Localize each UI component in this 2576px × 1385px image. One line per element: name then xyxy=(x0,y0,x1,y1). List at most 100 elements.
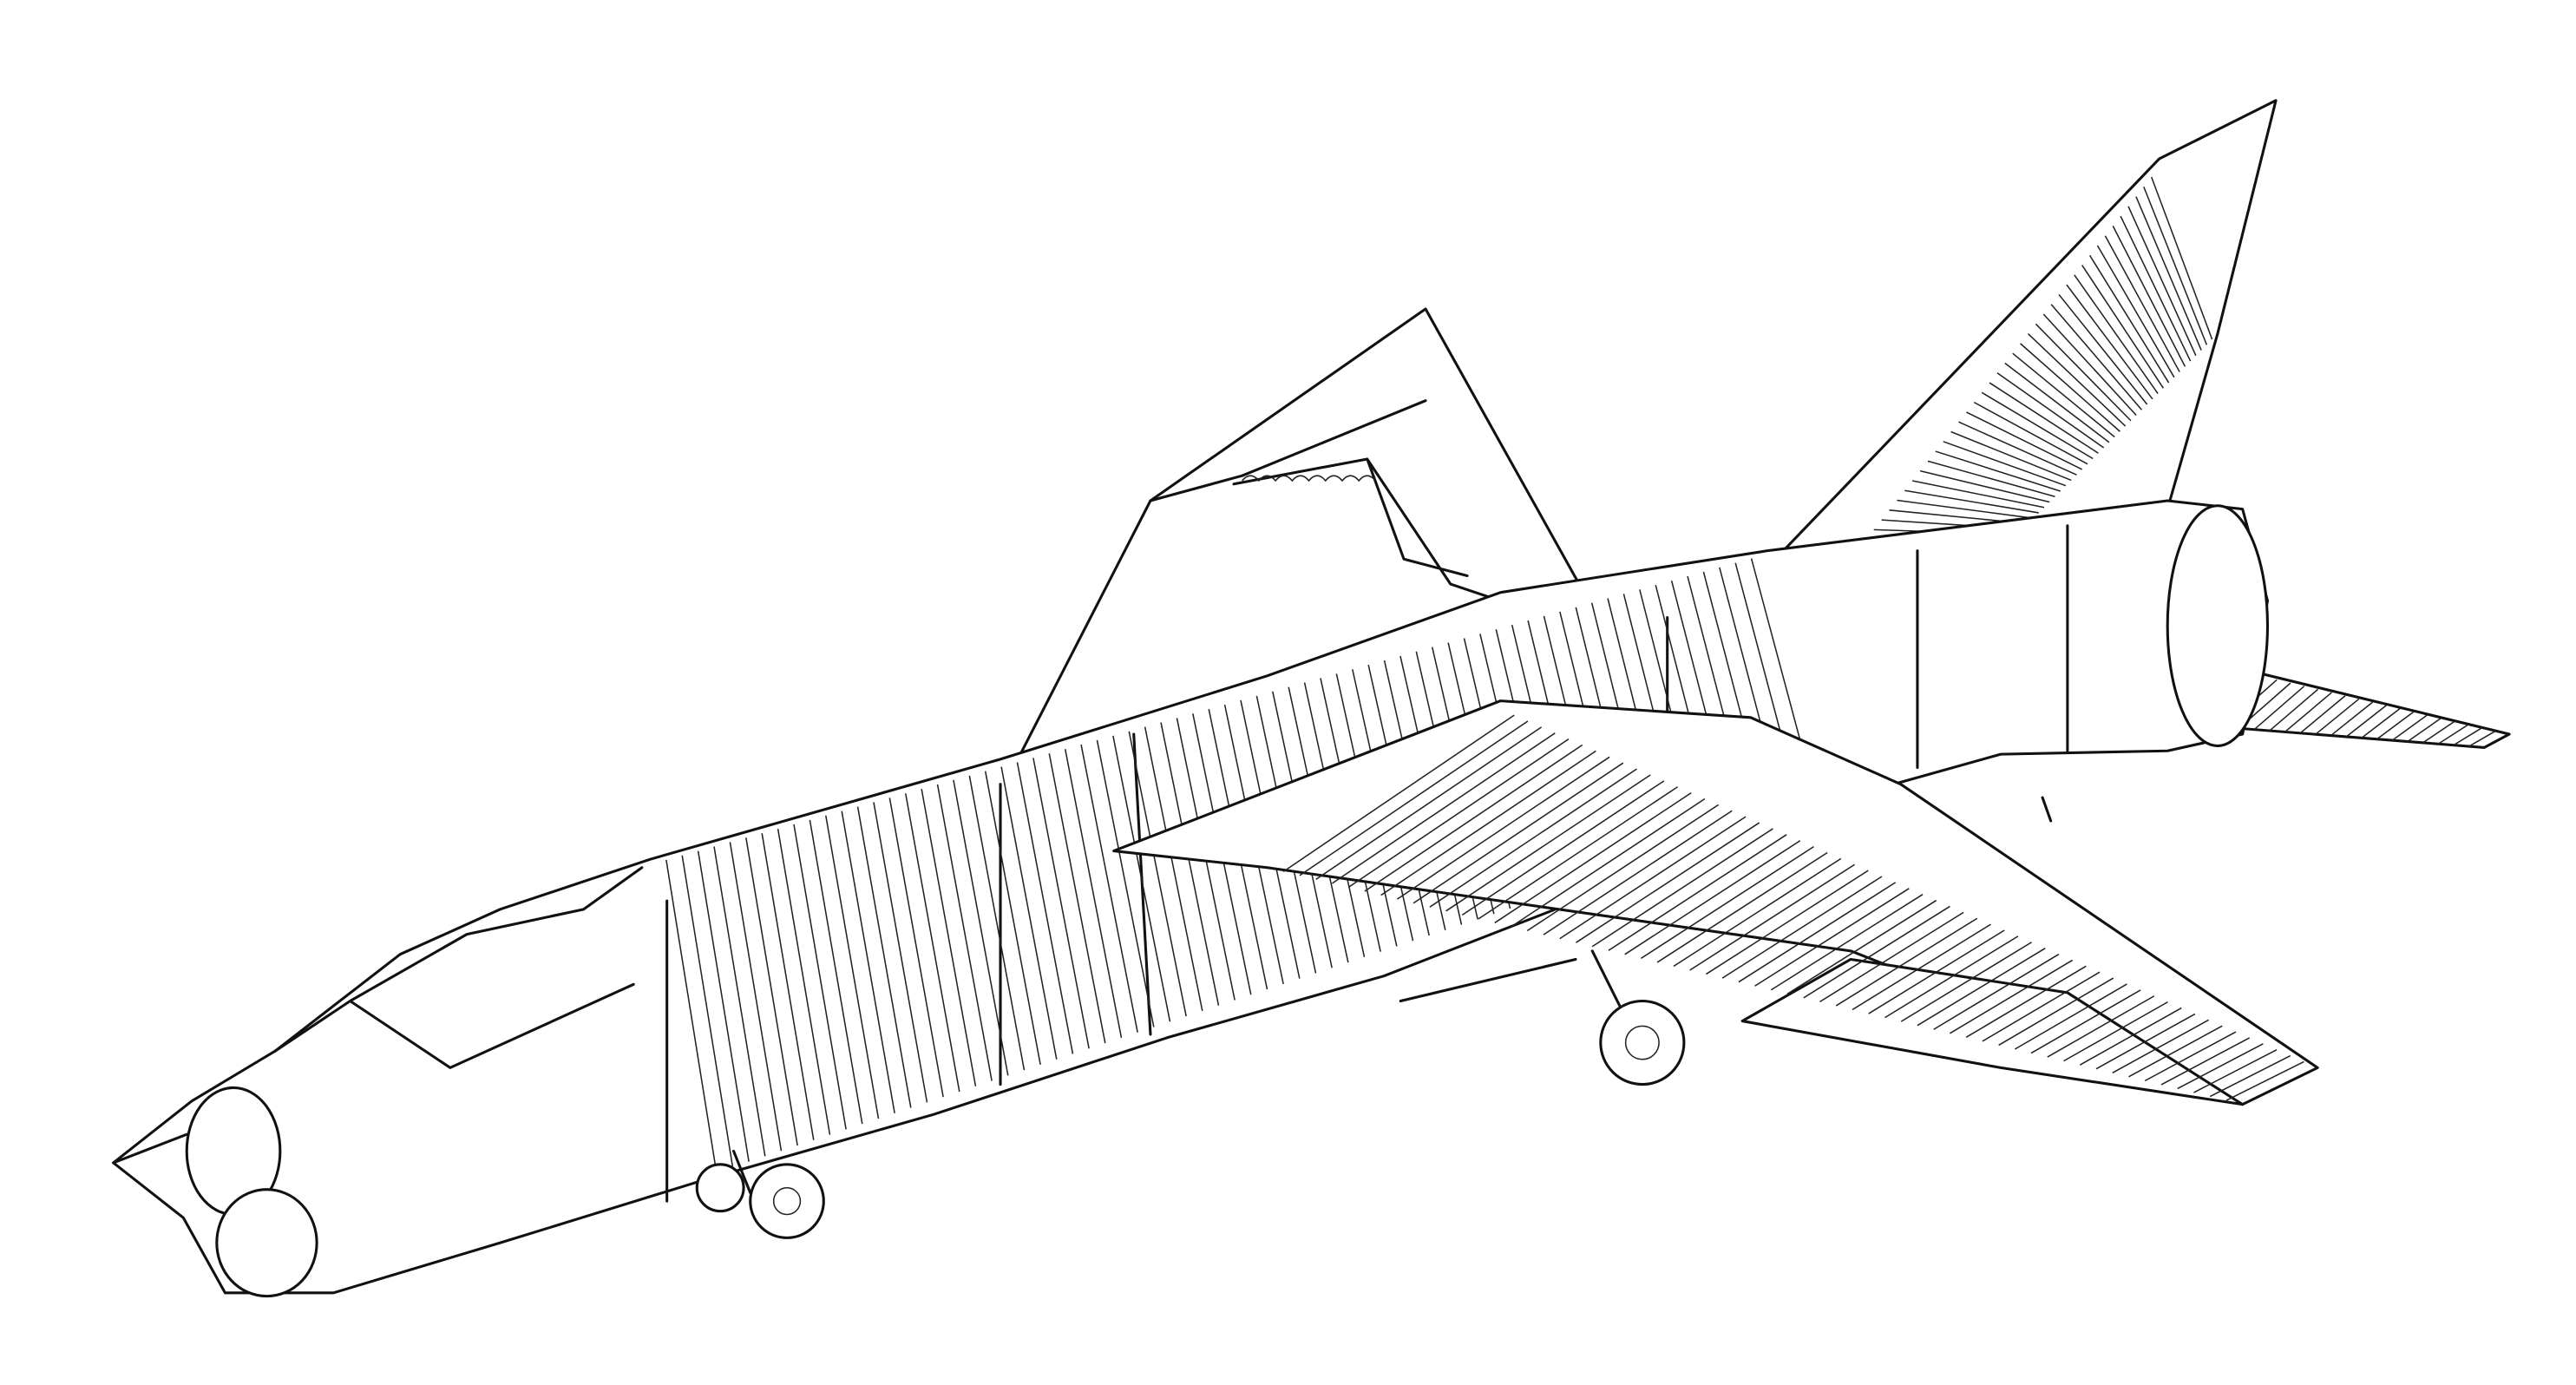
rib-line xyxy=(1958,421,2077,476)
rib-line xyxy=(2035,323,2132,422)
rib-line xyxy=(681,855,734,1167)
rib-line xyxy=(1935,450,2061,492)
rib-line xyxy=(1461,780,1665,916)
rib-line xyxy=(1803,905,1950,999)
rib-line xyxy=(1128,731,1187,1017)
rib-line xyxy=(2079,1007,2182,1066)
rib-line xyxy=(1705,870,1869,975)
rib-line xyxy=(1996,372,2105,449)
rib-line xyxy=(2160,1037,2251,1086)
wing-ribs xyxy=(1282,714,2304,1101)
rib-line xyxy=(2225,1060,2304,1101)
rib-line xyxy=(2144,1031,2237,1082)
rib-line xyxy=(2004,362,2110,443)
rib-line xyxy=(2437,724,2469,745)
rib-line xyxy=(1982,971,2101,1042)
rib-line xyxy=(745,837,798,1146)
rib-line xyxy=(2050,304,2142,410)
rib-line xyxy=(713,846,766,1157)
rib-line xyxy=(1608,834,1787,951)
rib-line xyxy=(2345,705,2387,738)
rib-line xyxy=(761,833,815,1140)
rib-line xyxy=(2074,274,2159,394)
rib-line xyxy=(2391,714,2429,741)
rib-line xyxy=(888,798,944,1098)
rib-line xyxy=(2299,695,2346,734)
rib-line xyxy=(1000,766,1058,1060)
rib-line xyxy=(968,775,1026,1071)
rib-line xyxy=(2096,245,2175,378)
rib-line xyxy=(1989,382,2099,454)
rib-line xyxy=(1900,942,2032,1022)
rib-line xyxy=(1904,489,2039,514)
rib-line xyxy=(2468,730,2496,747)
rib-line xyxy=(1966,411,2083,470)
rib-line xyxy=(665,859,718,1173)
tail-ribs xyxy=(1858,176,2213,550)
rib-line xyxy=(2376,711,2415,740)
rib-line xyxy=(856,806,912,1108)
rib-line xyxy=(777,828,831,1135)
main-landing-gear xyxy=(1399,796,2053,1086)
rib-line xyxy=(2066,284,2153,400)
rib-line xyxy=(2104,235,2180,372)
rib-line xyxy=(1917,948,2046,1027)
rib-line xyxy=(1364,744,1583,892)
rib-line xyxy=(873,802,928,1103)
rib-line xyxy=(1943,441,2067,487)
rib-line xyxy=(1950,430,2072,482)
rib-line xyxy=(1912,480,2045,509)
rib-line xyxy=(2014,983,2127,1050)
rib-line xyxy=(2284,692,2332,733)
air-intake xyxy=(215,1188,318,1298)
rib-line xyxy=(1413,762,1624,904)
rib-line xyxy=(1576,822,1760,943)
rib-line xyxy=(1064,749,1123,1039)
rib-line xyxy=(1981,391,2094,460)
rib-line xyxy=(1973,401,2088,465)
nose-landing-gear xyxy=(695,1149,825,1239)
rib-line xyxy=(1543,810,1733,935)
rib-line xyxy=(1950,959,2074,1034)
rib-line xyxy=(1048,753,1106,1044)
rib-line xyxy=(2095,1013,2196,1070)
rib-line xyxy=(1494,791,1692,924)
rib-line xyxy=(1738,882,1897,983)
rib-line xyxy=(2143,186,2208,345)
rib-line xyxy=(2112,1019,2209,1073)
rib-line xyxy=(2453,727,2483,746)
rib-line xyxy=(2027,333,2127,427)
rib-line xyxy=(1819,911,1964,1003)
rib-line xyxy=(2081,265,2165,389)
rib-line xyxy=(2012,352,2115,438)
rib-line xyxy=(953,779,1009,1076)
rib-line xyxy=(1380,750,1596,896)
rib-line xyxy=(729,842,783,1152)
rib-line xyxy=(1331,732,1556,884)
rib-line xyxy=(2422,720,2455,744)
rib-line xyxy=(1998,977,2114,1047)
rib-line xyxy=(2042,313,2137,417)
rib-line xyxy=(2209,1054,2291,1098)
rib-line xyxy=(1927,460,2055,497)
rib-line xyxy=(921,788,977,1086)
rib-line xyxy=(1526,804,1720,932)
engine-nozzle xyxy=(2166,504,2270,748)
rib-line xyxy=(2128,1025,2223,1078)
rib-line xyxy=(1559,816,1747,940)
rib-line xyxy=(936,784,993,1081)
rib-line xyxy=(2020,343,2120,432)
rib-line xyxy=(1689,863,1855,971)
rib-line xyxy=(1347,738,1570,889)
rib-line xyxy=(2120,215,2192,362)
rib-line xyxy=(904,793,960,1093)
rib-line xyxy=(841,811,895,1113)
rib-line xyxy=(2193,1049,2278,1093)
rib-line xyxy=(1282,714,1515,872)
rib-line xyxy=(1919,469,2050,503)
rib-line xyxy=(2112,226,2186,367)
wing-flap xyxy=(1740,957,2245,1106)
rib-line xyxy=(2315,698,2360,735)
rib-line xyxy=(1640,845,1814,960)
